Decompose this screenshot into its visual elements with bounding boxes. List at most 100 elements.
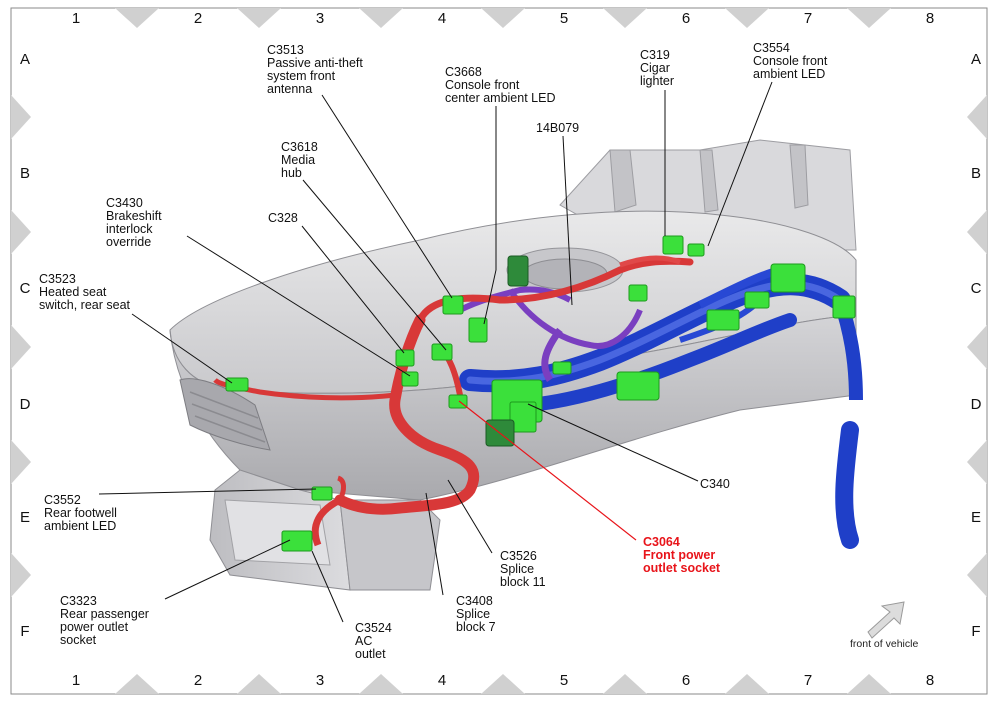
grid-column-top: 5 xyxy=(559,10,569,27)
front-of-vehicle-label: front of vehicle xyxy=(850,638,919,650)
callout-code: C3524 xyxy=(355,621,392,635)
wiring-harness xyxy=(213,235,863,552)
callout-code: C3430 xyxy=(106,196,143,210)
callout-code: C3408 xyxy=(456,594,493,608)
grid-column-bottom: 5 xyxy=(559,672,569,689)
grid-column-top: 6 xyxy=(681,10,691,27)
frame-tick xyxy=(359,674,403,694)
frame-tick xyxy=(967,95,987,139)
grid-row-right: C xyxy=(970,280,982,297)
callout-text: Cigar lighter xyxy=(640,61,675,88)
leader-line-c3064 xyxy=(458,400,637,541)
frame-tick xyxy=(11,553,31,597)
frame-tick xyxy=(481,8,525,28)
callout-code: C3618 xyxy=(281,140,318,154)
grid-column-top: 1 xyxy=(71,10,81,27)
callout-code: C3513 xyxy=(267,43,304,57)
callout-code: C3668 xyxy=(445,65,482,79)
frame-tick xyxy=(11,95,31,139)
grid-column-bottom: 7 xyxy=(803,672,813,689)
frame-tick xyxy=(359,8,403,28)
grid-column-bottom: 6 xyxy=(681,672,691,689)
grid-column-top: 7 xyxy=(803,10,813,27)
frame-tick xyxy=(725,674,769,694)
grid-row-right: E xyxy=(970,509,981,526)
callout-text: AC outlet xyxy=(355,634,386,661)
grid-column-top: 2 xyxy=(193,10,203,27)
frame-tick xyxy=(967,440,987,484)
frame-tick xyxy=(847,674,891,694)
leader-lines xyxy=(98,81,773,623)
callout-text: Media hub xyxy=(281,153,316,180)
frame-tick xyxy=(603,674,647,694)
callout-code: C3554 xyxy=(753,41,790,55)
center-console-illustration xyxy=(169,139,857,591)
grid-row-left: A xyxy=(19,51,30,68)
callout-code: C3526 xyxy=(500,549,537,563)
callout-code: C3523 xyxy=(39,272,76,286)
callout-c340: C340 xyxy=(700,478,730,491)
frame-tick xyxy=(603,8,647,28)
grid-row-right: F xyxy=(971,623,981,640)
grid-column-bottom: 8 xyxy=(925,672,935,689)
grid-row-left: B xyxy=(19,165,30,182)
grid-row-right: A xyxy=(970,51,981,68)
frame-tick xyxy=(115,8,159,28)
frame-tick xyxy=(11,325,31,369)
callout-code: C3323 xyxy=(60,594,97,608)
frame-tick xyxy=(11,440,31,484)
frame-ticks xyxy=(11,8,987,694)
callout-code: C3064 xyxy=(643,535,680,549)
frame-tick xyxy=(967,325,987,369)
grid-column-bottom: 3 xyxy=(315,672,325,689)
frame-tick xyxy=(115,674,159,694)
frame-tick xyxy=(481,674,525,694)
callout-code: C328 xyxy=(268,211,298,225)
grid-row-right: D xyxy=(970,396,982,413)
callout-14b079: 14B079 xyxy=(536,122,579,135)
grid-column-top: 8 xyxy=(925,10,935,27)
grid-row-left: F xyxy=(20,623,30,640)
callout-text: Rear footwell ambient LED xyxy=(44,506,117,533)
grid-row-left: C xyxy=(19,280,31,297)
grid-row-left: D xyxy=(19,396,31,413)
callout-code: C3552 xyxy=(44,493,81,507)
callout-text: Rear passenger power outlet socket xyxy=(60,607,149,647)
grid-column-bottom: 2 xyxy=(193,672,203,689)
grid-column-top: 3 xyxy=(315,10,325,27)
frame-tick xyxy=(237,8,281,28)
callout-text: Console front ambient LED xyxy=(753,54,828,81)
callout-text: Brakeshift interlock override xyxy=(106,209,162,249)
grid-column-top: 4 xyxy=(437,10,447,27)
callout-text: Passive anti-theft system front antenna xyxy=(267,56,363,96)
callout-text: Console front center ambient LED xyxy=(445,78,556,105)
frame-tick xyxy=(237,674,281,694)
callout-text: Splice block 7 xyxy=(456,607,496,634)
grid-row-left: E xyxy=(19,509,30,526)
callout-text: Heated seat switch, rear seat xyxy=(39,285,131,312)
grid-column-bottom: 1 xyxy=(71,672,81,689)
front-of-vehicle-arrow-icon xyxy=(867,601,905,639)
grid-row-right: B xyxy=(970,165,981,182)
frame-tick xyxy=(967,553,987,597)
grid-column-bottom: 4 xyxy=(437,672,447,689)
callout-text: Splice block 11 xyxy=(500,562,546,589)
callout-code: C340 xyxy=(700,477,730,491)
frame-tick xyxy=(11,210,31,254)
frame-tick xyxy=(967,210,987,254)
